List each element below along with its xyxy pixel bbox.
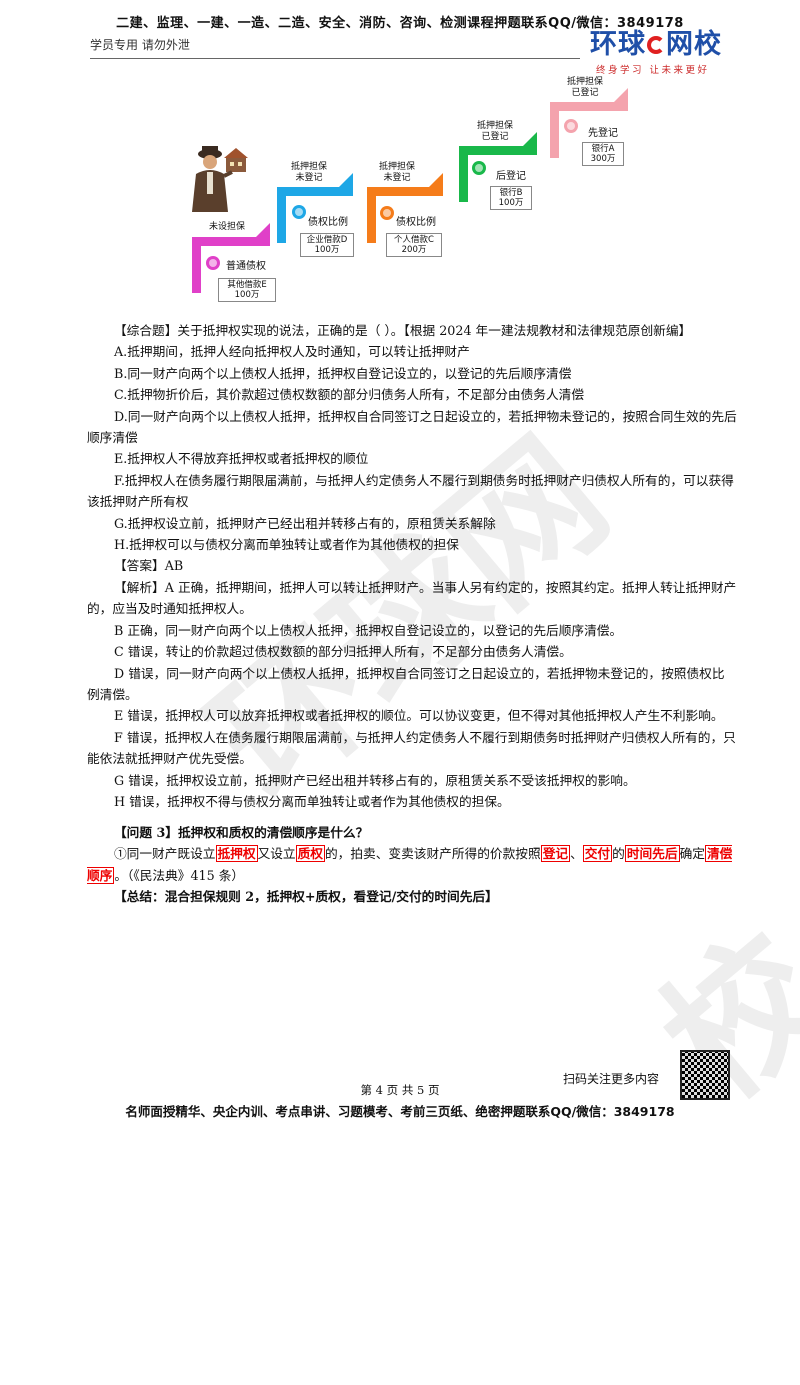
step-4-arrow-icon [523, 132, 537, 146]
logo-c-icon [647, 36, 665, 54]
step-3-ledge [367, 187, 443, 196]
rule-text-2: 又设立 [257, 846, 296, 862]
option-h: H.抵押权可以与债权分离而单独转让或者作为其他债权的担保 [114, 537, 459, 553]
page-number: 第 4 页 共 5 页 [360, 1083, 440, 1097]
step-5-ledge [550, 102, 628, 111]
analysis-b: B 正确，同一财产向两个以上债权人抵押，抵押权自登记设立的，以登记的先后顺序清偿… [114, 622, 623, 638]
step-1-bullet-icon [206, 256, 220, 270]
step-1-creditor: 其他借款E [227, 280, 267, 290]
analysis-g: G 错误，抵押权设立前，抵押财产已经出租并转移占有的，原租赁关系不受该抵押权的影… [114, 772, 636, 788]
bottom-banner: 名师面授精华、央企内训、考点串讲、习题模考、考前三页纸、绝密押题联系QQ/微信：… [125, 1104, 675, 1119]
problem-3-title: 【问题 3】抵押权和质权的清偿顺序是什么？ [114, 825, 369, 840]
step-2-creditor: 企业借款D [306, 235, 348, 245]
problem-3-block: 【问题 3】抵押权和质权的清偿顺序是什么？ ①同一财产既设立抵押权又设立质权的，… [87, 822, 737, 908]
analysis-h: H 错误，抵押权不得与债权分离而单独转让或者作为其他债权的担保。 [114, 793, 510, 809]
step-5-creditor-box: 银行A 300万 [582, 142, 624, 166]
step-1-ledge [192, 237, 270, 246]
analysis-d: D 错误，同一财产向两个以上债权人抵押，抵押权自合同签订之日起设立的，若抵押物未… [87, 665, 725, 702]
step-5-creditor: 银行A [591, 144, 615, 154]
step-4-bullet-icon [472, 161, 486, 175]
step-2-creditor-box: 企业借款D 100万 [300, 233, 354, 257]
problem-3-rule: ①同一财产既设立抵押权又设立质权的，拍卖、变卖该财产所得的价款按照登记、交付的时… [87, 843, 737, 886]
step-5-rank: 先登记 [588, 128, 618, 139]
question-stem: 【综合题】关于抵押权实现的说法，正确的是（ ）。【根据 2024 年一建法规教材… [114, 323, 692, 338]
step-4-creditor: 银行B [499, 188, 523, 198]
step-2-arrow-icon [339, 173, 353, 187]
option-c: C.抵押物折价后，其价款超过债权数额的部分归债务人所有，不足部分由债务人清偿 [114, 387, 585, 403]
step-1-creditor-box: 其他借款E 100万 [218, 278, 276, 302]
step-4-ledge [459, 146, 537, 155]
option-f: F.抵押权人在债务履行期限届满前，与抵押人约定债务人不履行到期债务时抵押财产归债… [87, 472, 734, 510]
step-1-rank: 普通债权 [226, 261, 266, 272]
highlight-time-order: 时间先后 [624, 845, 680, 863]
rule-text-5: 的 [612, 846, 625, 862]
highlight-mortgage: 抵押权 [215, 845, 258, 863]
rule-text-4: 、 [570, 846, 583, 862]
rule-text-6: 确定 [679, 846, 705, 862]
step-1-arrow-icon [256, 223, 270, 237]
option-g: G.抵押权设立前，抵押财产已经出租并转移占有的，原租赁关系解除 [114, 515, 496, 531]
logo: 环球网校 终身学习 让未来更好 [590, 29, 740, 77]
highlight-registration: 登记 [540, 845, 571, 863]
problem-3-summary: 【总结：混合担保规则 2，抵押权+质权，看登记/交付的时间先后】 [114, 889, 498, 905]
analysis-c: C 错误，转让的价款超过债权数额的部分归抵押人所有，不足部分由债务人清偿。 [114, 644, 572, 660]
step-3-creditor: 个人借款C [394, 235, 434, 245]
step-3-arrow-icon [429, 173, 443, 187]
step-4-amount: 100万 [498, 198, 524, 208]
step-4-bar [459, 146, 468, 202]
analysis-a: 【解析】A 正确，抵押期间，抵押人可以转让抵押财产。当事人另有约定的，按照其约定… [87, 579, 737, 617]
step-1-amount: 100万 [234, 290, 260, 300]
rule-text-1: ①同一财产既设立 [114, 846, 216, 862]
option-a: A.抵押期间，抵押人经向抵押权人及时通知，可以转让抵押财产 [114, 344, 470, 360]
option-b: B.同一财产向两个以上债权人抵押，抵押权自登记设立的，以登记的先后顺序清偿 [114, 365, 572, 381]
option-e: E.抵押权人不得放弃抵押权或者抵押权的顺位 [114, 451, 369, 467]
step-5-arrow-icon [614, 88, 628, 102]
rule-text-3: 的，拍卖、变卖该财产所得的价款按照 [325, 846, 541, 862]
step-2-caption: 抵押担保 未登记 [290, 162, 327, 183]
step-3-bullet-icon [380, 206, 394, 220]
step-2-ledge [277, 187, 353, 196]
step-5-amount: 300万 [590, 154, 616, 164]
confidential-note: 学员专用 请勿外泄 [90, 38, 190, 52]
qr-caption: 扫码关注更多内容 [563, 1072, 660, 1086]
question-block: 【综合题】关于抵押权实现的说法，正确的是（ ）。【根据 2024 年一建法规教材… [87, 320, 737, 812]
logo-text-a: 环球 [590, 29, 646, 60]
header-divider [90, 58, 580, 59]
step-4-creditor-box: 银行B 100万 [490, 186, 532, 210]
priority-stair-diagram [180, 80, 640, 295]
businessman-icon [188, 142, 248, 216]
step-3-bar [367, 187, 376, 243]
step-2-bar [277, 187, 286, 243]
step-3-amount: 200万 [401, 245, 427, 255]
step-1-bar [192, 237, 201, 293]
option-d: D.同一财产向两个以上债权人抵押，抵押权自合同签订之日起设立的，若抵押物未登记的… [87, 408, 737, 446]
answer: 【答案】AB [114, 558, 184, 574]
step-5-bar [550, 102, 559, 158]
highlight-delivery: 交付 [582, 845, 613, 863]
analysis-f: F 错误，抵押权人在债务履行期限届满前，与抵押人约定债务人不履行到期债务时抵押财… [87, 729, 736, 767]
step-4-caption: 抵押担保 已登记 [476, 121, 513, 142]
step-4-rank: 后登记 [496, 171, 526, 182]
qr-code-icon[interactable] [680, 1050, 730, 1100]
highlight-repayment-order: 清偿顺序 [87, 845, 733, 884]
logo-slogan: 终身学习 让未来更好 [596, 65, 710, 76]
highlight-pledge: 质权 [295, 845, 325, 863]
analysis-e: E 错误，抵押权人可以放弃抵押权或者抵押权的顺位。可以协议变更，但不得对其他抵押… [114, 708, 724, 724]
top-banner: 二建、监理、一建、一造、二造、安全、消防、咨询、检测课程押题联系QQ/微信：38… [116, 16, 684, 31]
logo-text-b: 网校 [666, 29, 722, 60]
step-3-caption: 抵押担保 未登记 [378, 162, 415, 183]
step-5-caption: 抵押担保 已登记 [566, 77, 603, 98]
step-2-bullet-icon [292, 205, 306, 219]
step-2-amount: 100万 [314, 245, 340, 255]
step-3-rank: 债权比例 [396, 217, 436, 228]
step-2-rank: 债权比例 [308, 217, 348, 228]
rule-text-7: 。（《民法典》415 条） [114, 867, 245, 883]
step-3-creditor-box: 个人借款C 200万 [386, 233, 442, 257]
step-1-caption: 未设担保 [208, 222, 245, 232]
step-5-bullet-icon [564, 119, 578, 133]
